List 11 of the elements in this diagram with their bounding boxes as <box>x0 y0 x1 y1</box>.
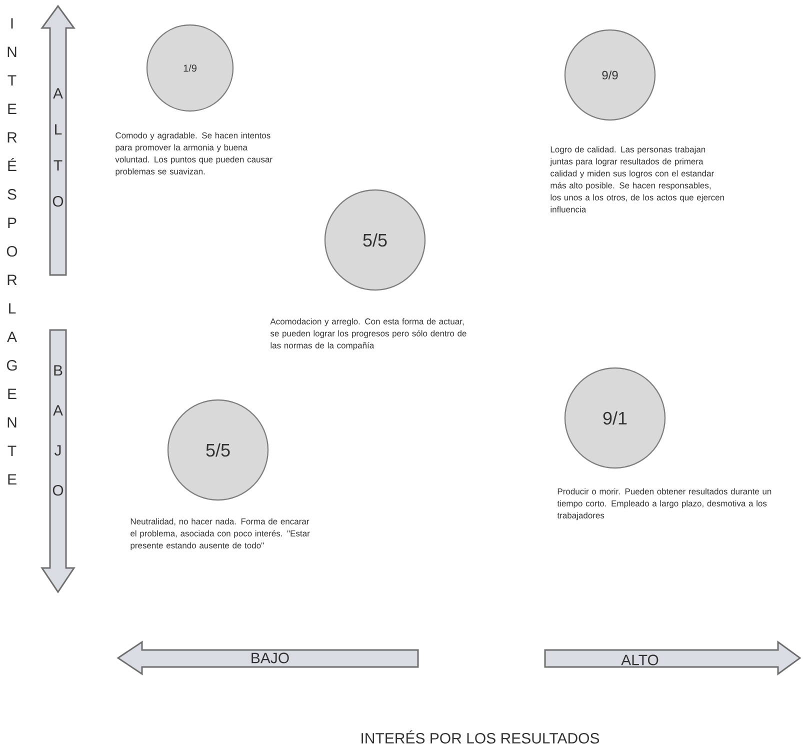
axis-label: BAJO <box>252 652 289 664</box>
description-text: Acomodacion y arreglo. Con esta forma de actuar, se pueden lograr los progresos pero sólo dentro de las normas de la compañía <box>270 318 466 350</box>
axis-label: BAJO <box>52 365 64 496</box>
axis-label: INTERÉS POR LOS RESULTADOS <box>362 730 600 744</box>
description-text: Producir o morir. Pueden obtener resultados durante un tiempo corto. Empleado a largo plazo, desmotiva a los trabajadores <box>557 488 772 520</box>
axis-label: ALTO <box>621 654 658 666</box>
axis-label: INTERÉS POR LA GENTE <box>6 18 18 484</box>
axis-label: ALTO <box>52 88 64 207</box>
description-text: Neutralidad, no hacer nada. Forma de encarar el problema, asociada con poco interés. "Estar presente estando ausente de todo" <box>130 518 310 550</box>
description-text: Logro de calidad. Las personas trabajan juntas para lograr resultados de primera calidad y miden sus logros con el estandar más alto posible. Se hacen responsables, los unos a los otros, de los actos que ejercen influencia <box>550 146 724 212</box>
description-text: Comodo y agradable. Se hacen intentos para promover la armonia y buena voluntad. Los puntos que pueden causar problemas se suavizan. <box>115 132 272 176</box>
